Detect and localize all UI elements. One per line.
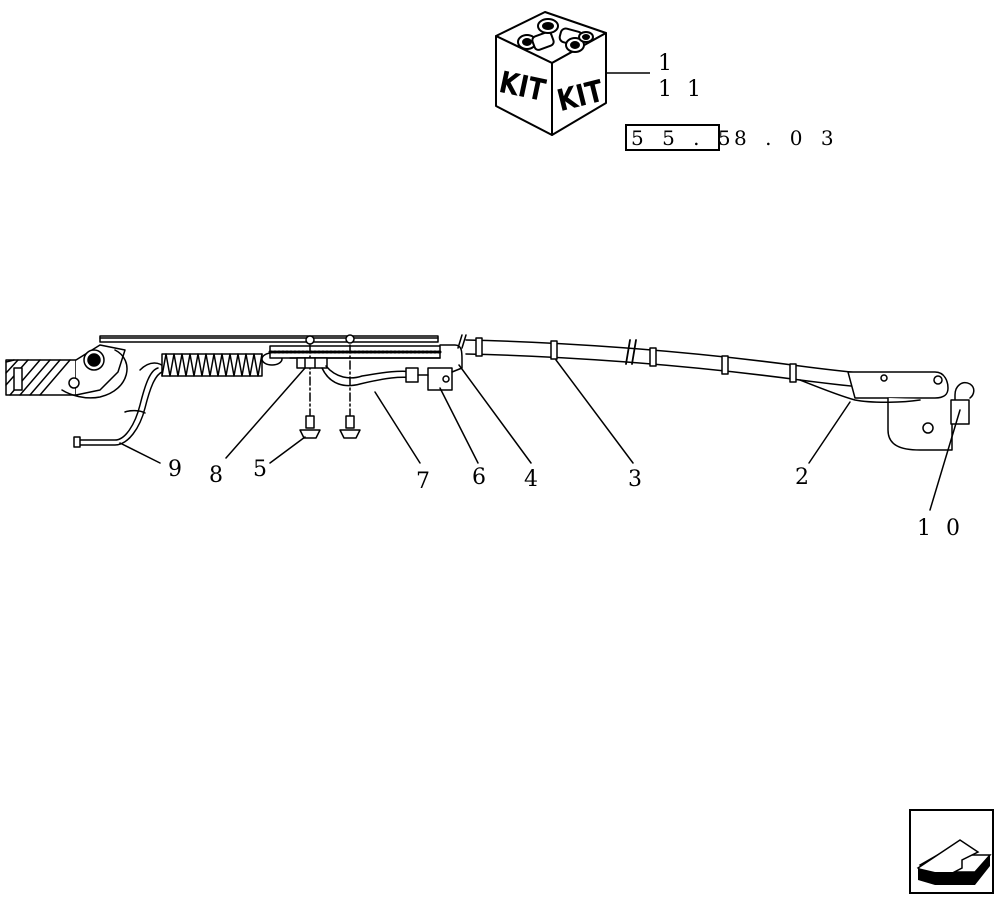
hose-3 — [465, 339, 871, 375]
back-arrow-icon[interactable] — [909, 809, 994, 894]
leader-9 — [119, 442, 161, 464]
leader-4 — [458, 364, 532, 464]
callout-4: 4 — [524, 467, 542, 492]
reference-suffix: 8 . 0 3 — [734, 126, 840, 150]
leader-2 — [808, 401, 851, 464]
callout-7: 7 — [416, 469, 434, 494]
leader-8 — [225, 367, 306, 459]
hose-10 — [954, 382, 975, 421]
callout-2: 2 — [795, 465, 813, 490]
leader-10 — [929, 409, 961, 511]
fastener-5b — [339, 415, 361, 439]
callout-6: 6 — [472, 465, 490, 490]
kit-box-icon — [495, 11, 607, 136]
lever-body — [5, 344, 128, 399]
fitting-8 — [296, 357, 328, 369]
callout-9: 9 — [168, 457, 186, 482]
reference-box-frame — [625, 124, 720, 151]
leader-7 — [374, 391, 421, 464]
hose-2 — [799, 379, 921, 403]
bracket-6 — [427, 367, 453, 391]
leader-6 — [439, 387, 479, 464]
callout-8: 8 — [209, 463, 227, 488]
hose-assembly — [5, 334, 975, 511]
valve-assembly — [847, 371, 975, 451]
fitting-4 — [439, 344, 463, 373]
reference-boxed-part: 5 5 . 5 — [631, 126, 737, 150]
spring — [139, 352, 283, 377]
callout-3: 3 — [628, 467, 646, 492]
fastener-5a — [299, 415, 321, 439]
hose-7 — [321, 367, 416, 387]
top-plate — [99, 335, 439, 343]
kit-callout-1: 1 — [658, 51, 676, 76]
callout-10: 1 0 — [917, 516, 964, 541]
hose-9 — [77, 367, 159, 441]
callout-5: 5 — [253, 457, 271, 482]
kit-callout-11: 1 1 — [658, 77, 705, 102]
leader-3 — [555, 359, 634, 464]
leader-5 — [269, 436, 306, 464]
